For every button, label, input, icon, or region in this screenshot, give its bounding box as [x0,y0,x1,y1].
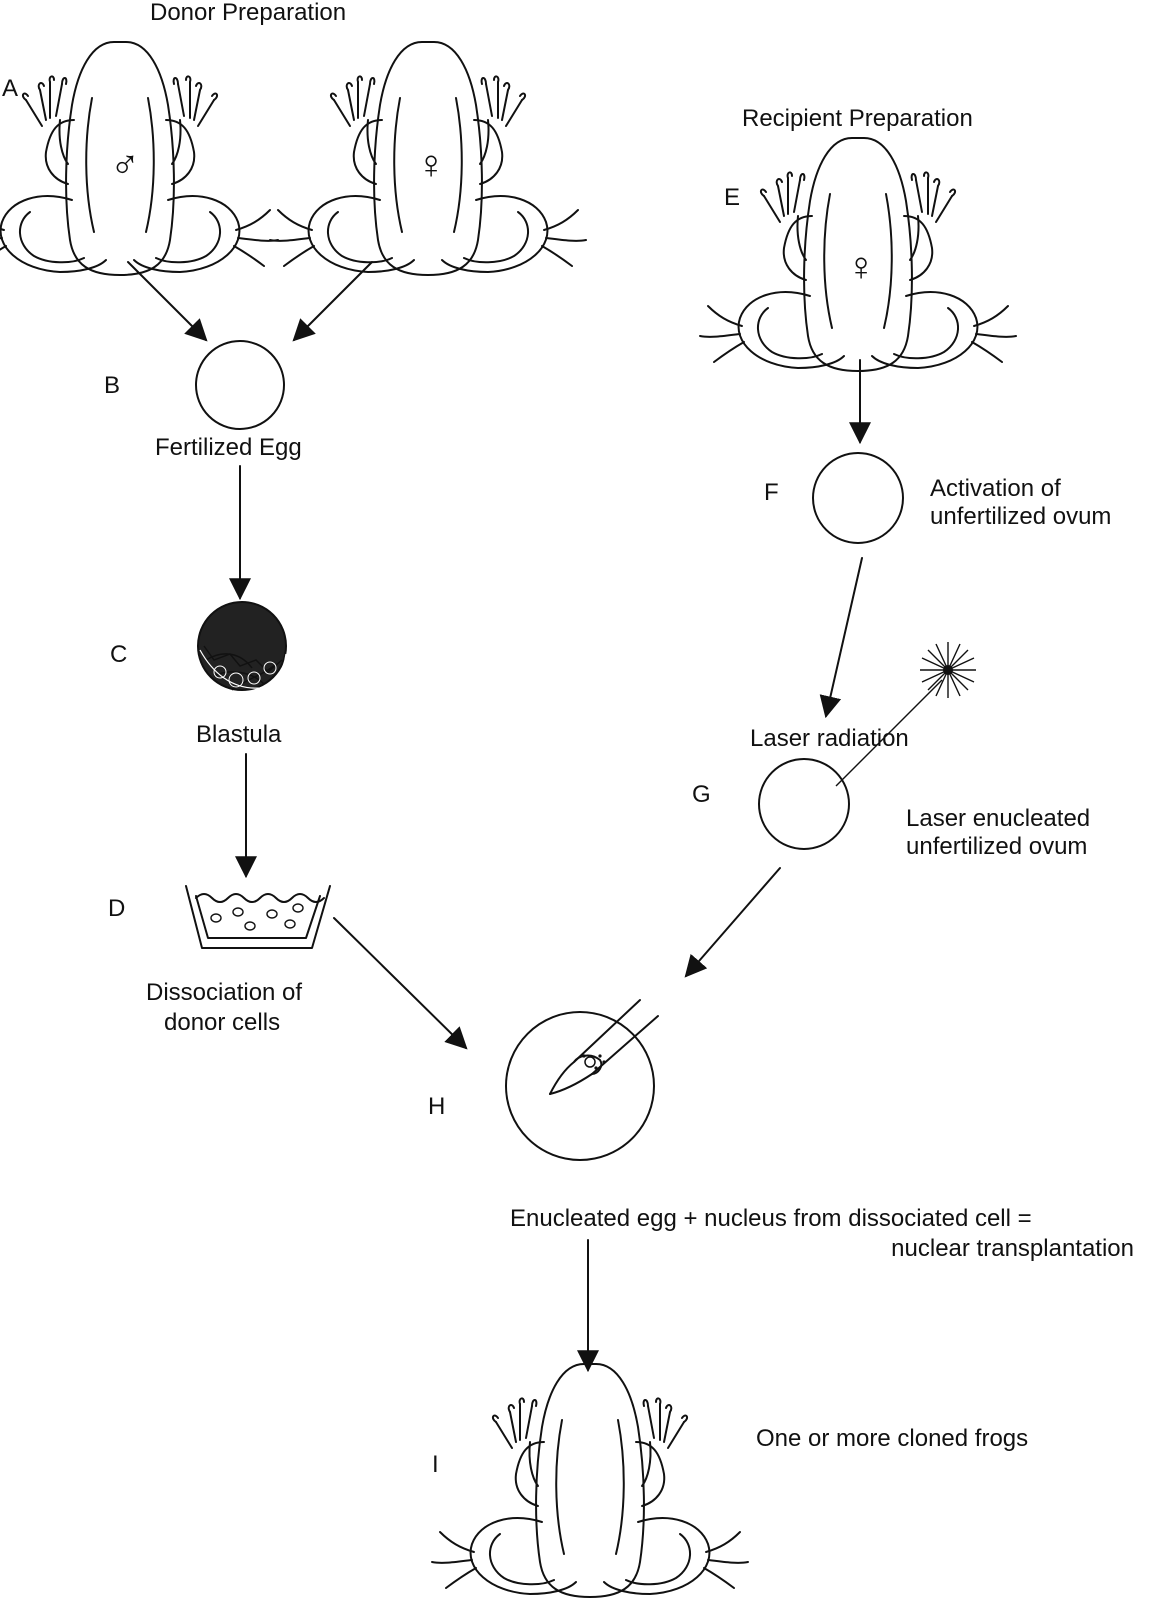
enucleated-ovum [758,758,850,850]
recipient-preparation-heading: Recipient Preparation [742,105,973,132]
female-symbol-recipient: ♀ [846,245,876,289]
transplant-egg [505,1011,655,1161]
enucleated-label-line2: unfertilized ovum [906,833,1087,860]
blastula [197,601,287,691]
step-letter-f: F [764,479,779,506]
step-letter-e: E [724,184,740,211]
laser-burst-icon [920,642,976,698]
cloned-frogs-label: One or more cloned frogs [756,1425,1028,1452]
laser-radiation-label: Laser radiation [750,725,909,752]
arrow-male-to-egg [127,261,208,342]
activated-ovum [812,452,904,544]
transplant-label-line1: Enucleated egg + nucleus from dissociate… [510,1205,1032,1232]
male-symbol: ♂ [110,143,140,187]
fertilized-egg-label: Fertilized Egg [155,434,302,461]
donor-preparation-heading: Donor Preparation [150,0,346,26]
enucleated-label-line1: Laser enucleated [906,805,1090,832]
dissociation-label-line1: Dissociation of [146,979,302,1006]
culture-dish [185,885,331,949]
arrow-female-to-egg [292,261,373,342]
female-symbol-donor: ♀ [416,143,446,187]
step-letter-h: H [428,1093,445,1120]
step-letter-b: B [104,372,120,399]
step-letter-a: A [2,75,18,102]
laser-beam [835,679,943,787]
transplant-label-line2: nuclear transplantation [891,1235,1134,1262]
micropipette [549,999,659,1095]
arrow-g-to-h [684,867,781,978]
activation-label-line1: Activation of [930,475,1061,502]
arrow-d-to-h [333,917,468,1050]
step-letter-c: C [110,641,127,668]
cloned-frog [431,1363,749,1598]
step-letter-g: G [692,781,711,808]
step-letter-d: D [108,895,125,922]
arrow-f-to-g [819,557,863,719]
blastula-label: Blastula [196,721,282,748]
fertilized-egg [195,340,285,430]
dissociation-label-line2: donor cells [164,1009,280,1036]
step-letter-i: I [432,1451,439,1478]
activation-label-line2: unfertilized ovum [930,503,1111,530]
